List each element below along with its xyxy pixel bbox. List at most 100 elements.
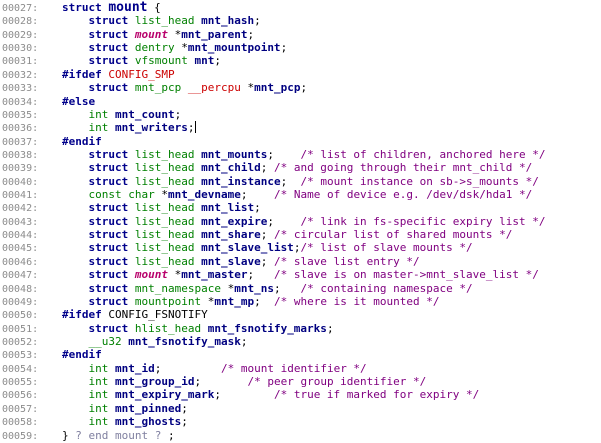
line-number: 00034: xyxy=(2,96,39,108)
code-line[interactable]: 00045: struct list_head mnt_slave_list;/… xyxy=(0,241,601,254)
code-line[interactable]: 00059:} ? end mount ? ; xyxy=(0,429,601,442)
code-text: struct mnt_pcp __percpu *mnt_pcp; xyxy=(62,81,308,95)
code-line[interactable]: 00044: struct list_head mnt_share; /* ci… xyxy=(0,228,601,241)
code-line[interactable]: 00028: struct list_head mnt_hash; xyxy=(0,14,601,27)
code-token: vfsmount xyxy=(134,54,195,68)
line-number: 00052: xyxy=(2,336,39,348)
code-line[interactable]: 00039: struct list_head mnt_child; /* an… xyxy=(0,161,601,174)
code-token xyxy=(62,362,89,375)
code-line[interactable]: 00030: struct dentry *mnt_mountpoint; xyxy=(0,41,601,54)
line-number: 00038: xyxy=(2,149,39,161)
code-text: int mnt_ghosts; xyxy=(62,415,188,428)
line-number: 00039: xyxy=(2,163,39,175)
code-token: struct xyxy=(62,1,109,14)
code-token: ; xyxy=(181,415,188,429)
code-line[interactable]: 00047: struct mount *mnt_master; /* slav… xyxy=(0,268,601,281)
code-line[interactable]: 00027:struct mount { xyxy=(0,1,601,14)
code-token: mnt_fsnotify_marks xyxy=(207,321,327,335)
code-line[interactable]: 00052: __u32 mnt_fsnotify_mask; xyxy=(0,335,601,348)
code-token: ; xyxy=(240,188,274,202)
code-token: ; xyxy=(187,121,195,135)
code-token: int xyxy=(88,121,115,135)
code-token xyxy=(62,81,89,94)
code-token: /* peer group identifier */ xyxy=(247,375,427,389)
code-token xyxy=(62,14,89,27)
code-token: struct xyxy=(88,81,135,95)
code-line[interactable]: 00048: struct mnt_namespace *mnt_ns; /* … xyxy=(0,282,601,295)
code-line[interactable]: 00034:#else xyxy=(0,95,601,108)
code-token: ; xyxy=(254,201,261,215)
code-token xyxy=(62,268,89,281)
code-line[interactable]: 00050:#ifdef CONFIG_FSNOTIFY xyxy=(0,308,601,321)
code-text: struct vfsmount mnt; xyxy=(62,54,221,67)
code-line[interactable]: 00036: int mnt_writers; xyxy=(0,121,601,134)
line-number: 00045: xyxy=(2,243,39,255)
code-line[interactable]: 00041: const char *mnt_devname; /* Name … xyxy=(0,188,601,201)
code-text: struct list_head mnt_instance; /* mount … xyxy=(62,175,539,188)
code-line[interactable]: 00046: struct list_head mnt_slave; /* sl… xyxy=(0,255,601,268)
code-token: mnt_ns xyxy=(234,281,274,295)
code-token: mnt_namespace xyxy=(134,281,228,295)
code-line[interactable]: 00035: int mnt_count; xyxy=(0,108,601,121)
line-number: 00033: xyxy=(2,83,39,95)
code-token: /* slave is on master->mnt_slave_list */ xyxy=(273,268,539,282)
code-line[interactable]: 00051: struct hlist_head mnt_fsnotify_ma… xyxy=(0,322,601,335)
code-text: struct mount { xyxy=(62,1,161,14)
code-token: ; xyxy=(247,268,274,282)
line-number: 00048: xyxy=(2,283,39,295)
code-token: ; xyxy=(174,107,182,121)
code-line[interactable]: 00037:#endif xyxy=(0,135,601,148)
code-line[interactable]: 00031: struct vfsmount mnt; xyxy=(0,54,601,67)
code-line[interactable]: 00055: int mnt_group_id; /* peer group i… xyxy=(0,375,601,388)
code-line[interactable]: 00054: int mnt_id; /* mount identifier *… xyxy=(0,362,601,375)
code-token: mnt_expiry_mark xyxy=(115,388,215,402)
code-line[interactable]: 00058: int mnt_ghosts; xyxy=(0,415,601,428)
code-line[interactable]: 00043: struct list_head mnt_expire; /* l… xyxy=(0,215,601,228)
code-line[interactable]: 00049: struct mountpoint *mnt_mp; /* whe… xyxy=(0,295,601,308)
code-token: __u32 xyxy=(88,334,129,348)
code-token xyxy=(62,388,89,401)
code-line[interactable]: 00032:#ifdef CONFIG_SMP xyxy=(0,68,601,81)
code-token: ; xyxy=(194,375,248,389)
code-token: #ifdef xyxy=(62,67,109,81)
code-token: ; xyxy=(280,41,288,55)
line-number: 00028: xyxy=(2,16,39,28)
code-token: struct xyxy=(88,27,135,41)
code-token xyxy=(62,121,89,134)
code-token: * xyxy=(240,81,255,95)
code-token: list_head xyxy=(134,228,202,242)
code-token: mnt_mountpoint xyxy=(187,41,281,55)
code-line[interactable]: 00053:#endif xyxy=(0,348,601,361)
code-token: mnt_instance xyxy=(201,174,281,188)
code-token: struct xyxy=(88,54,135,68)
code-token: mnt_mp xyxy=(214,294,255,308)
code-line[interactable]: 00038: struct list_head mnt_mounts; /* l… xyxy=(0,148,601,161)
code-token: list_head xyxy=(134,14,202,28)
code-token: /* where is it mounted */ xyxy=(273,294,440,308)
code-token: #endif xyxy=(62,134,102,148)
line-number: 00035: xyxy=(2,109,39,121)
code-token: struct xyxy=(88,281,135,295)
line-number: 00040: xyxy=(2,176,39,188)
code-line[interactable]: 00029: struct mount *mnt_parent; xyxy=(0,28,601,41)
code-line[interactable]: 00042: struct list_head mnt_list; xyxy=(0,201,601,214)
code-text: struct list_head mnt_slave; /* slave lis… xyxy=(62,255,420,268)
line-number: 00051: xyxy=(2,323,39,335)
line-number: 00047: xyxy=(2,270,39,282)
line-number: 00059: xyxy=(2,430,39,442)
code-token: struct xyxy=(88,321,135,335)
code-text: struct list_head mnt_share; /* circular … xyxy=(62,228,513,242)
code-line[interactable]: 00033: struct mnt_pcp __percpu *mnt_pcp; xyxy=(0,81,601,94)
code-token: ; xyxy=(267,214,301,228)
code-token: ; xyxy=(214,54,221,68)
code-text: struct mount *mnt_parent; xyxy=(62,27,255,41)
line-number: 00044: xyxy=(2,230,39,242)
code-text: int mnt_id; /* mount identifier */ xyxy=(62,362,367,375)
code-line[interactable]: 00057: int mnt_pinned; xyxy=(0,402,601,415)
code-text: struct list_head mnt_slave_list;/* list … xyxy=(62,241,473,254)
code-line[interactable]: 00040: struct list_head mnt_instance; /*… xyxy=(0,175,601,188)
code-token: /* containing namespace */ xyxy=(300,281,473,295)
code-text: __u32 mnt_fsnotify_mask; xyxy=(62,334,248,348)
code-line[interactable]: 00056: int mnt_expiry_mark; /* true if m… xyxy=(0,388,601,401)
